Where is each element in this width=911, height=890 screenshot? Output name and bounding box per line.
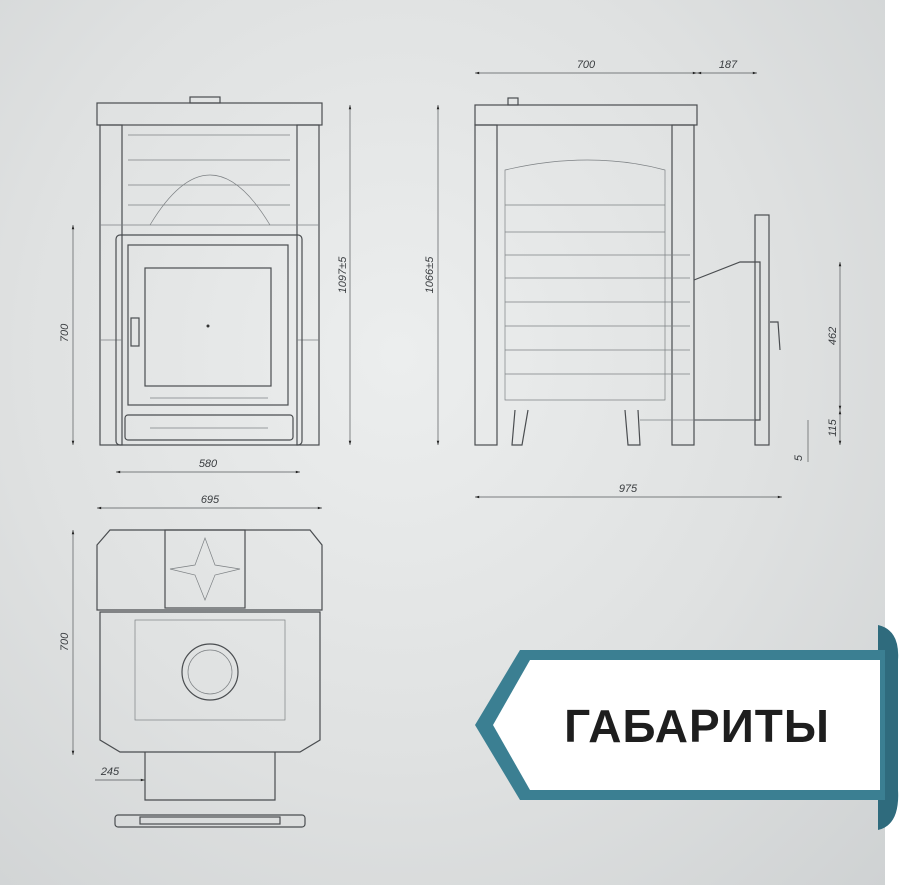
dim-side-door-gap: 5 <box>793 454 805 461</box>
dim-top-width: 695 <box>201 494 220 506</box>
top-view <box>96 529 323 828</box>
dim-side-depth-total: 975 <box>619 483 638 495</box>
dim-front-height-door: 700 <box>59 323 71 342</box>
dim-top-depth: 700 <box>59 632 71 651</box>
dim-front-height-total: 1097±5 <box>337 256 349 294</box>
front-view <box>96 96 323 446</box>
dim-side-door-bottom: 115 <box>827 418 839 436</box>
dim-top-flue-offset: 245 <box>100 766 120 778</box>
front-dimensions: 1097±5 700 580 <box>59 105 352 474</box>
dim-side-door-offset: 187 <box>719 59 738 71</box>
side-view <box>474 97 781 446</box>
dim-side-height-total: 1066±5 <box>424 256 436 294</box>
dim-front-width: 580 <box>199 458 218 470</box>
banner-title: ГАБАРИТЫ <box>564 700 830 752</box>
title-banner: ГАБАРИТЫ <box>475 625 899 830</box>
side-dimensions: 700 187 1066±5 462 115 5 975 <box>424 59 842 499</box>
dim-side-door-height: 462 <box>827 327 839 345</box>
dim-side-depth: 700 <box>577 59 596 71</box>
top-dimensions: 695 700 245 <box>59 494 322 782</box>
